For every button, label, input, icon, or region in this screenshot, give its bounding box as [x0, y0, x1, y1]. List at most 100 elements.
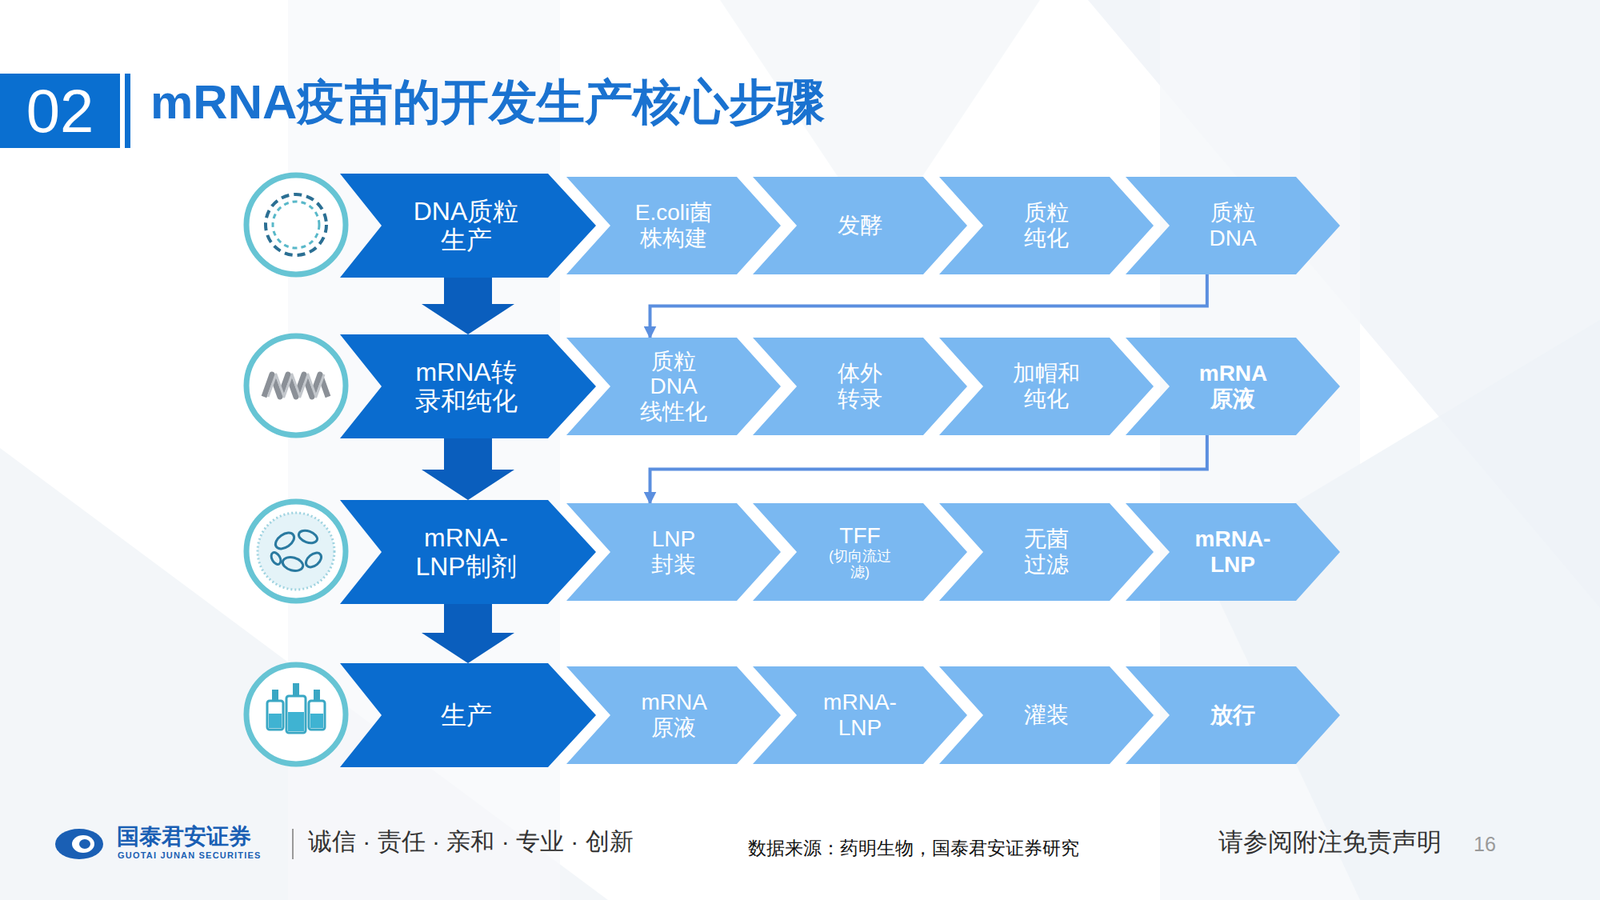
elbow-connector — [650, 435, 1208, 504]
process-chevron: 放行 — [1125, 666, 1340, 764]
decoration — [124, 73, 131, 148]
decoration — [303, 550, 324, 571]
decoration — [310, 713, 324, 728]
section-number: 02 — [0, 73, 120, 148]
decoration — [313, 689, 320, 701]
step-text: mRNA- LNP — [823, 689, 897, 740]
step-text: 体外 转录 — [837, 360, 883, 412]
source-note: 数据来源：药明生物，国泰君安证券研究 — [748, 837, 1080, 859]
step-text: LNP 封装 — [651, 526, 696, 577]
chevron-text-area: mRNA转 录和纯化 — [340, 334, 596, 439]
process-chevron: 无菌 过滤 — [939, 503, 1154, 601]
process-chevron: 体外 转录 — [752, 337, 968, 436]
main-step-chevron: mRNA转 录和纯化 — [340, 334, 596, 439]
decoration — [246, 175, 346, 275]
block-arrow — [421, 438, 515, 500]
step-text: TFF — [839, 523, 880, 549]
chevron-text-area: LNP 封装 — [566, 503, 781, 601]
company-name: 国泰君安证券 — [116, 824, 252, 850]
process-chevron: E.coli菌 株构建 — [566, 176, 781, 275]
chevron-text-area: 发酵 — [752, 176, 968, 275]
step-text: 加帽和 纯化 — [1012, 360, 1080, 412]
process-chevron: 发酵 — [752, 176, 968, 275]
step-text: E.coli菌 株构建 — [635, 200, 712, 251]
company-name-en: GUOTAI JUNAN SECURITIES — [117, 850, 262, 861]
footer-separator — [292, 828, 294, 860]
decoration — [288, 712, 304, 732]
mrna-strand-icon — [246, 336, 346, 436]
chevron-shape — [566, 176, 781, 275]
process-chevron: mRNA 原液 — [1125, 337, 1340, 436]
step-text: 发酵 — [837, 212, 883, 239]
chevron-text-area: mRNA 原液 — [566, 666, 781, 764]
slide-title: mRNA疫苗的开发生产核心步骤 — [150, 73, 825, 132]
chevron-text-area: mRNA 原液 — [1125, 337, 1340, 436]
chevron-shape — [1125, 176, 1340, 275]
chevron-shape — [566, 337, 781, 436]
step-text: mRNA- LNP制剂 — [415, 523, 516, 581]
step-text: 生产 — [440, 700, 492, 730]
step-text: mRNA 原液 — [641, 689, 707, 740]
step-text: 无菌 过滤 — [1024, 526, 1069, 577]
process-chevron: 质粒 DNA 线性化 — [566, 337, 781, 436]
chevron-text-area: 放行 — [1125, 666, 1340, 764]
decoration — [0, 73, 120, 148]
decoration — [308, 700, 325, 730]
chevron-shape — [939, 176, 1154, 275]
chevron-text-area: 无菌 过滤 — [939, 503, 1154, 601]
chevron-text-area: 生产 — [340, 663, 596, 768]
chevron-text-area: 灌装 — [939, 666, 1154, 764]
step-text: 放行 — [1210, 702, 1256, 728]
decoration — [55, 828, 104, 860]
chevron-shape — [340, 663, 596, 768]
decoration — [269, 551, 284, 567]
chevron-shape — [752, 337, 968, 436]
decoration — [292, 683, 300, 696]
step-text: 质粒 DNA — [1208, 200, 1256, 251]
chevron-text-area: mRNA- LNP — [1125, 503, 1340, 601]
step-text: 灌装 — [1024, 702, 1069, 728]
decoration — [264, 374, 328, 397]
decoration — [280, 208, 312, 241]
decoration — [296, 528, 319, 545]
chevron-text-area: 质粒 DNA — [1125, 176, 1340, 275]
chevron-text-area: mRNA- LNP制剂 — [340, 500, 596, 604]
chevron-shape — [939, 337, 1154, 436]
process-chevron: 质粒 纯化 — [939, 176, 1154, 275]
chevron-shape — [340, 334, 596, 439]
decoration — [257, 512, 335, 590]
chevron-shape — [939, 666, 1154, 764]
decoration — [286, 696, 306, 733]
chevron-shape — [340, 500, 596, 604]
decoration — [79, 839, 91, 849]
decoration — [280, 555, 304, 573]
lnp-particle-icon — [246, 501, 346, 601]
step-text: DNA质粒 生产 — [413, 196, 520, 255]
chevron-text-area: mRNA- LNP — [752, 666, 968, 764]
decoration — [72, 835, 95, 853]
decoration — [267, 700, 284, 730]
chevron-text-area: 加帽和 纯化 — [939, 337, 1154, 436]
dna-plasmid-icon — [246, 175, 346, 275]
process-chevron: mRNA- LNP — [752, 666, 968, 764]
step-subtext: (切向流过 滤) — [828, 548, 892, 581]
step-text: mRNA- LNP — [1195, 526, 1272, 577]
section-badge — [0, 73, 131, 148]
chevron-shape — [1125, 666, 1340, 764]
decoration — [246, 336, 346, 436]
chevron-text-area: E.coli菌 株构建 — [566, 176, 781, 275]
process-chevron: LNP 封装 — [566, 503, 781, 601]
chevron-text-area: TFF(切向流过 滤) — [752, 503, 968, 601]
main-step-chevron: 生产 — [340, 663, 596, 768]
disclaimer-note: 请参阅附注免责声明 — [1218, 828, 1442, 857]
chevron-text-area: 质粒 DNA 线性化 — [566, 337, 781, 436]
company-slogan: 诚信 · 责任 · 亲和 · 专业 · 创新 — [308, 828, 634, 856]
chevron-shape — [939, 503, 1154, 601]
vials-icon — [246, 664, 346, 764]
block-arrow — [421, 604, 515, 664]
chevron-text-area: 体外 转录 — [752, 337, 968, 436]
decoration — [246, 501, 346, 601]
